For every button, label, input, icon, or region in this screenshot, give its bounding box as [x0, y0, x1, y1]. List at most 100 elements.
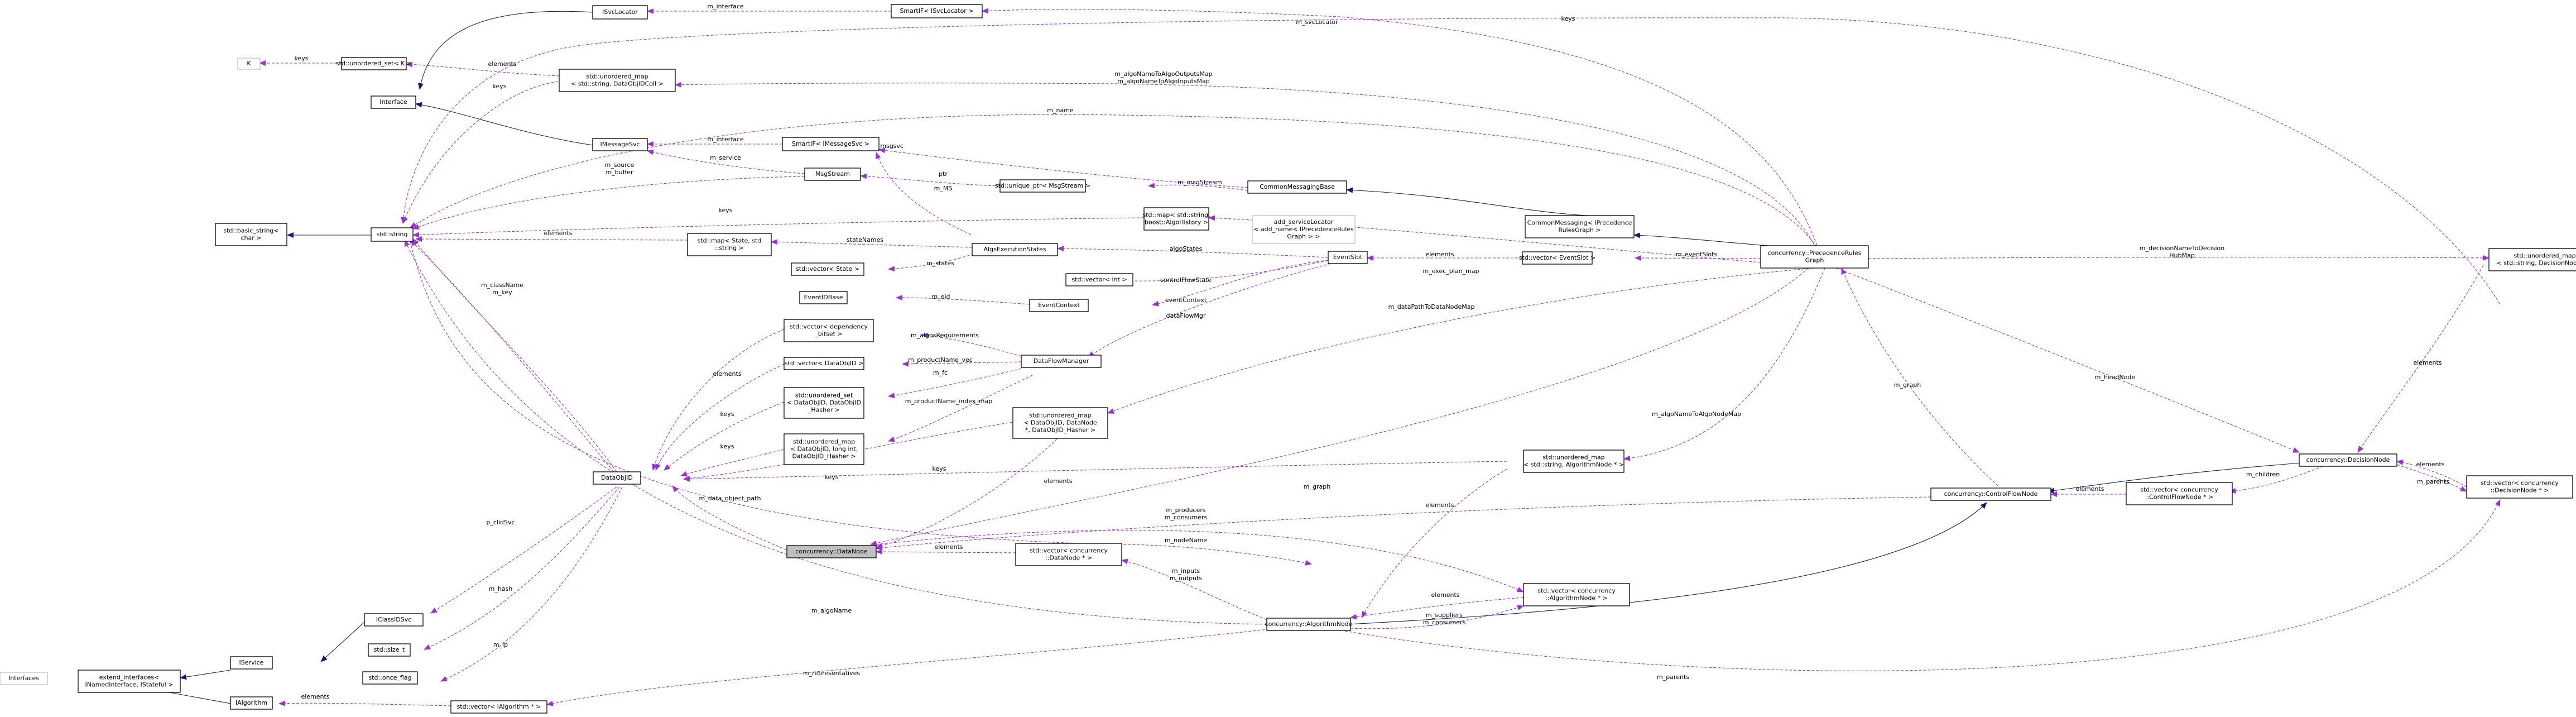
class-node-label: MsgStream — [815, 170, 850, 178]
class-node-label: std::vector< DataObjID > — [785, 360, 863, 367]
class-node-label: std::vector< concurrency — [2140, 486, 2218, 494]
class-node-algoexecutionstates[interactable]: AlgsExecutionStates — [972, 243, 1058, 256]
class-node-map-state-string[interactable]: std::map< State, std::string > — [687, 233, 772, 256]
class-node-label: _Hasher > — [808, 407, 840, 414]
class-node-label: ::ControlFlowNode * > — [2145, 494, 2214, 501]
edge-dataobjid-uset — [664, 401, 785, 471]
class-node-vector-int[interactable]: std::vector< int > — [1065, 273, 1133, 286]
class-node-vector-eventslot[interactable]: std::vector< EventSlot > — [1519, 251, 1595, 265]
class-node-vector-datanode[interactable]: std::vector< concurrency::DataNode * > — [1015, 543, 1122, 566]
class-node-label: < std::string, DecisionNode * > — [2497, 260, 2576, 267]
class-node-vector-controlflownode[interactable]: std::vector< concurrency::ControlFlowNod… — [2126, 482, 2233, 505]
class-node-box — [784, 319, 874, 342]
class-node-eventslot[interactable]: EventSlot — [1328, 251, 1368, 264]
class-node-label: SmartIF< IMessageSvc > — [792, 140, 869, 147]
class-node-imessagesvc[interactable]: IMessageSvc — [592, 138, 648, 151]
edge-datanodemap-precedence — [1107, 267, 1814, 414]
class-node-label: std::size_t — [374, 646, 405, 653]
class-node-dataobjid[interactable]: DataObjID — [593, 471, 641, 485]
class-node-interfaces[interactable]: Interfaces — [0, 672, 48, 685]
class-node-vector-ialgorithm[interactable]: std::vector< IAlgorithm * > — [450, 700, 547, 714]
class-node-box — [78, 670, 181, 693]
class-node-vector-algorithmnode[interactable]: std::vector< concurrency::AlgorithmNode … — [1523, 583, 1630, 606]
class-node-label: Interfaces — [8, 675, 39, 682]
class-node-basic-string[interactable]: std::basic_string<char > — [215, 223, 287, 246]
class-node-label: DataObjID_Hasher > — [792, 453, 856, 460]
edge-label: m_consumers — [1423, 619, 1466, 626]
edge-dynbitset-dataflow — [921, 333, 1022, 357]
class-node-unordered-set-dataobjid[interactable]: std::unordered_set< DataObjID, DataObjID… — [784, 387, 864, 419]
class-node-box — [0, 672, 48, 685]
class-node-unordered-set-k[interactable]: std::unordered_set< K > — [336, 57, 412, 70]
class-node-decisionnode[interactable]: concurrency::DecisionNode — [2299, 453, 2397, 467]
class-node-eventcontext[interactable]: EventContext — [1029, 299, 1089, 312]
class-node-box — [891, 4, 983, 18]
edge-label: elements — [544, 230, 572, 237]
class-node-ialgorithm[interactable]: IAlgorithm — [230, 696, 273, 710]
class-node-controlflownode[interactable]: concurrency::ControlFlowNode — [1930, 487, 2051, 501]
class-node-label: std::string — [376, 231, 407, 238]
class-node-svclocator[interactable]: ISvcLocator — [592, 5, 648, 20]
edge-vectoreventslot-precedence — [1635, 255, 1761, 261]
class-node-box — [364, 613, 424, 627]
class-node-vector-decisionnode[interactable]: std::vector< concurrency::DecisionNode *… — [2466, 475, 2573, 499]
edge-label: m_algoNameToAlgoOutputsMap — [1114, 70, 1212, 78]
class-node-box — [1760, 245, 1869, 269]
class-node-vector-dynamic-bitset[interactable]: std::vector< dependency_bitset > — [784, 319, 874, 342]
edge-keys-top — [400, 17, 2501, 305]
class-node-unordered-map-dataobjid-longint[interactable]: std::unordered_map< DataObjID, long int,… — [784, 433, 864, 465]
class-node-vector-state[interactable]: std::vector< State > — [791, 262, 864, 276]
class-node-dataflowmanager[interactable]: DataFlowManager — [1021, 355, 1102, 368]
edge-decision-vecelements — [2357, 265, 2484, 453]
class-node-label: std::unordered_map — [1029, 412, 1091, 419]
edge-label: m_producers — [1166, 506, 1206, 514]
class-node-commonmessagingbase[interactable]: CommonMessagingBase — [1247, 180, 1347, 194]
class-node-eventidbase[interactable]: EventIDBase — [799, 291, 848, 304]
class-node-interface[interactable]: Interface — [371, 95, 416, 109]
class-node-box — [972, 243, 1058, 256]
class-node-unordered-map-decisionnode[interactable]: std::unordered_map< std::string, Decisio… — [2488, 248, 2576, 271]
edge-label: m_dataPathToDataNodeMap — [1388, 303, 1475, 310]
edge-string-nodename — [410, 241, 1312, 566]
edge-inherit-commonmessaging-commonmessagingbase — [1346, 187, 1597, 217]
edge-label: elements — [934, 543, 963, 551]
class-node-k[interactable]: K — [237, 58, 261, 70]
edge-label: controlFlowState — [1160, 276, 1212, 284]
class-node-smartif-svclocator[interactable]: SmartIF< ISvcLocator > — [891, 4, 983, 18]
class-node-iservice[interactable]: IService — [230, 656, 273, 670]
edge-label: dataFlowMgr — [1166, 312, 1206, 319]
class-node-string[interactable]: std::string — [371, 227, 414, 242]
class-node-smartif-imessagesvc[interactable]: SmartIF< IMessageSvc > — [782, 137, 880, 151]
class-node-map-string-algohistory[interactable]: std::map< std::string,boost::AlgoHistory… — [1142, 207, 1210, 231]
class-node-vector-dataobjid[interactable]: std::vector< DataObjID > — [784, 357, 864, 370]
class-node-add-svclocator[interactable]: add_serviceLocator< add_name< IPrecedenc… — [1252, 215, 1356, 244]
edge-vecdatanode-inputs — [1121, 558, 1267, 620]
class-node-extend-interfaces[interactable]: extend_interfaces<INamedInterface, IStat… — [78, 670, 181, 693]
edge-algexec-eventslot — [1057, 246, 1329, 258]
class-node-unique-ptr-msgstream[interactable]: std::unique_ptr< MsgStream > — [995, 179, 1090, 193]
class-node-label: std::unordered_set< K > — [336, 60, 412, 67]
class-node-unordered-map-dataobjidcoll[interactable]: std::unordered_map< std::string, DataObj… — [559, 69, 676, 92]
edge-label: m_parents — [1657, 673, 1689, 681]
class-node-unordered-map-algorithmnode[interactable]: std::unordered_map< std::string, Algorit… — [1523, 450, 1625, 473]
class-node-label: _bitset > — [814, 331, 842, 338]
class-node-unordered-map-datanode[interactable]: std::unordered_map< DataObjID, DataNode*… — [1012, 407, 1108, 439]
class-node-box — [2299, 453, 2397, 467]
class-node-box — [786, 545, 877, 558]
edge-label: m_states — [926, 260, 954, 267]
edge-decisionmap-precedence — [1868, 255, 2490, 261]
class-node-box — [2126, 482, 2233, 505]
class-node-algorithmnode[interactable]: concurrency::AlgorithmNode — [1265, 618, 1353, 631]
edge-label: elements — [1425, 501, 1454, 509]
edge-string-name — [410, 114, 1825, 263]
edge-longint-dataflow — [888, 375, 1033, 442]
class-node-msgstream[interactable]: MsgStream — [804, 168, 861, 181]
class-node-once-flag[interactable]: std::once_flag — [362, 671, 418, 685]
edge-inherit-controlflow-decisionnode-parent — [2048, 461, 2324, 494]
class-node-size-t[interactable]: std::size_t — [368, 643, 411, 657]
class-node-datanode[interactable]: concurrency::DataNode — [786, 545, 877, 558]
class-node-iclassidsvc[interactable]: IClassIDSvc — [364, 613, 424, 627]
edge-label: m_parents — [2417, 478, 2449, 485]
